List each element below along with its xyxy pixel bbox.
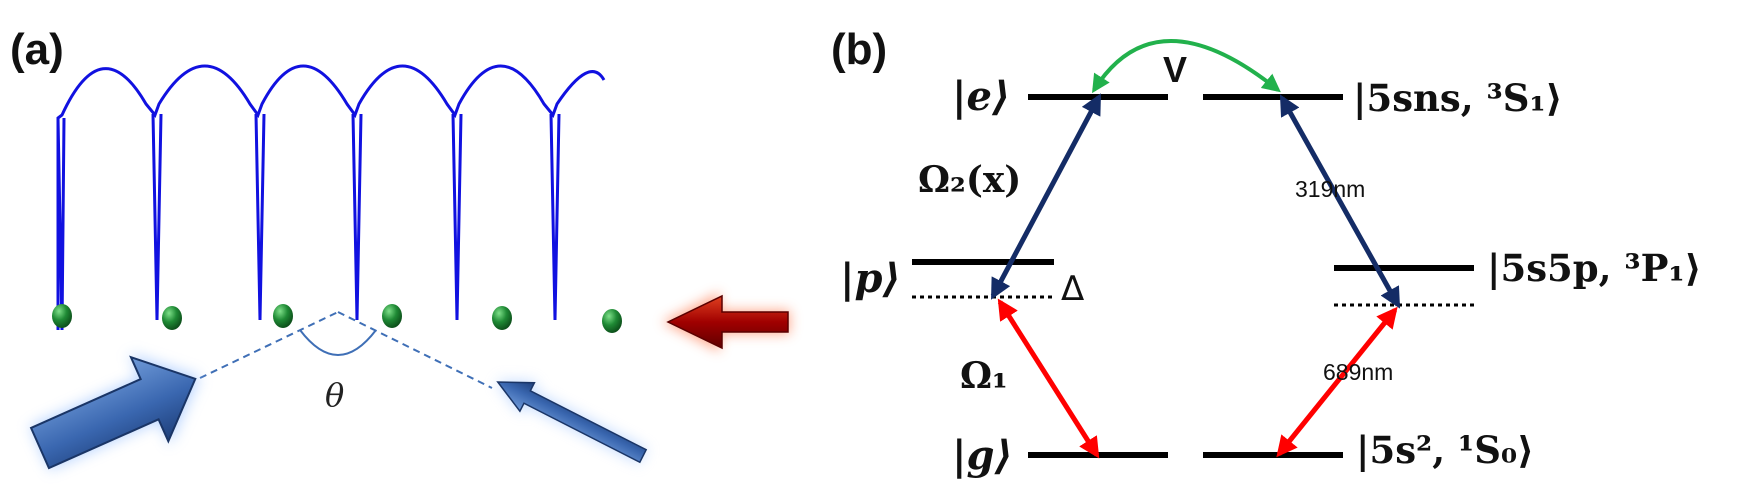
atoms bbox=[52, 304, 622, 333]
transition-319nm-right bbox=[1279, 94, 1401, 309]
atom bbox=[162, 306, 182, 330]
transition-omega2-left bbox=[990, 93, 1102, 300]
interaction-label: V bbox=[1163, 49, 1187, 90]
wavelength-319-label: 319nm bbox=[1295, 176, 1365, 202]
level-e-label: |e⟩ bbox=[952, 73, 1010, 120]
red-probe-arrow bbox=[662, 292, 790, 352]
angle-arc bbox=[299, 329, 377, 356]
panel-a-label: (a) bbox=[10, 25, 64, 74]
detuning-label: Δ bbox=[1061, 269, 1084, 309]
lattice-well-2 bbox=[151, 113, 163, 321]
level-e-state-label: |5sns, ³S₁⟩ bbox=[1353, 76, 1563, 121]
beam-geometry bbox=[199, 311, 493, 389]
beam-direction-right bbox=[337, 311, 493, 389]
lattice-potential-curve bbox=[56, 64, 606, 330]
lattice-well-1 bbox=[56, 117, 66, 331]
transition-omega1-left bbox=[997, 298, 1100, 459]
lattice-well-6 bbox=[549, 113, 561, 321]
beam-direction-left bbox=[199, 311, 339, 379]
level-p-state-label: |5s5p, ³P₁⟩ bbox=[1487, 246, 1702, 291]
atom bbox=[382, 304, 402, 328]
atom bbox=[492, 306, 512, 330]
atom bbox=[52, 304, 72, 328]
level-p-label: |p⟩ bbox=[840, 255, 901, 302]
red-arrow-shape bbox=[666, 294, 789, 350]
panel-b-label: (b) bbox=[831, 25, 887, 74]
wavelength-689-label: 689nm bbox=[1323, 359, 1393, 385]
large-blue-beam-arrow bbox=[29, 353, 200, 470]
lattice-well-5 bbox=[451, 113, 463, 321]
large-blue-arrow-shape bbox=[29, 355, 197, 470]
omega2-label: Ω₂(x) bbox=[918, 159, 1021, 201]
lattice-well-4 bbox=[351, 113, 363, 321]
interaction-arc bbox=[1092, 39, 1281, 94]
angle-label: θ bbox=[325, 376, 344, 414]
optical-lattice bbox=[56, 64, 606, 331]
lattice-well-3 bbox=[254, 113, 266, 321]
small-blue-beam-arrow bbox=[495, 381, 648, 464]
omega1-label: Ω₁ bbox=[960, 355, 1008, 397]
small-blue-arrow-shape bbox=[496, 381, 648, 464]
level-g-state-label: |5s², ¹S₀⟩ bbox=[1356, 428, 1534, 473]
atom bbox=[602, 309, 622, 333]
energy-levels bbox=[912, 94, 1474, 458]
transition-689nm-right bbox=[1276, 306, 1398, 458]
atom bbox=[273, 304, 293, 328]
virtual-levels bbox=[912, 295, 1474, 307]
level-g-label: |g⟩ bbox=[952, 432, 1013, 479]
